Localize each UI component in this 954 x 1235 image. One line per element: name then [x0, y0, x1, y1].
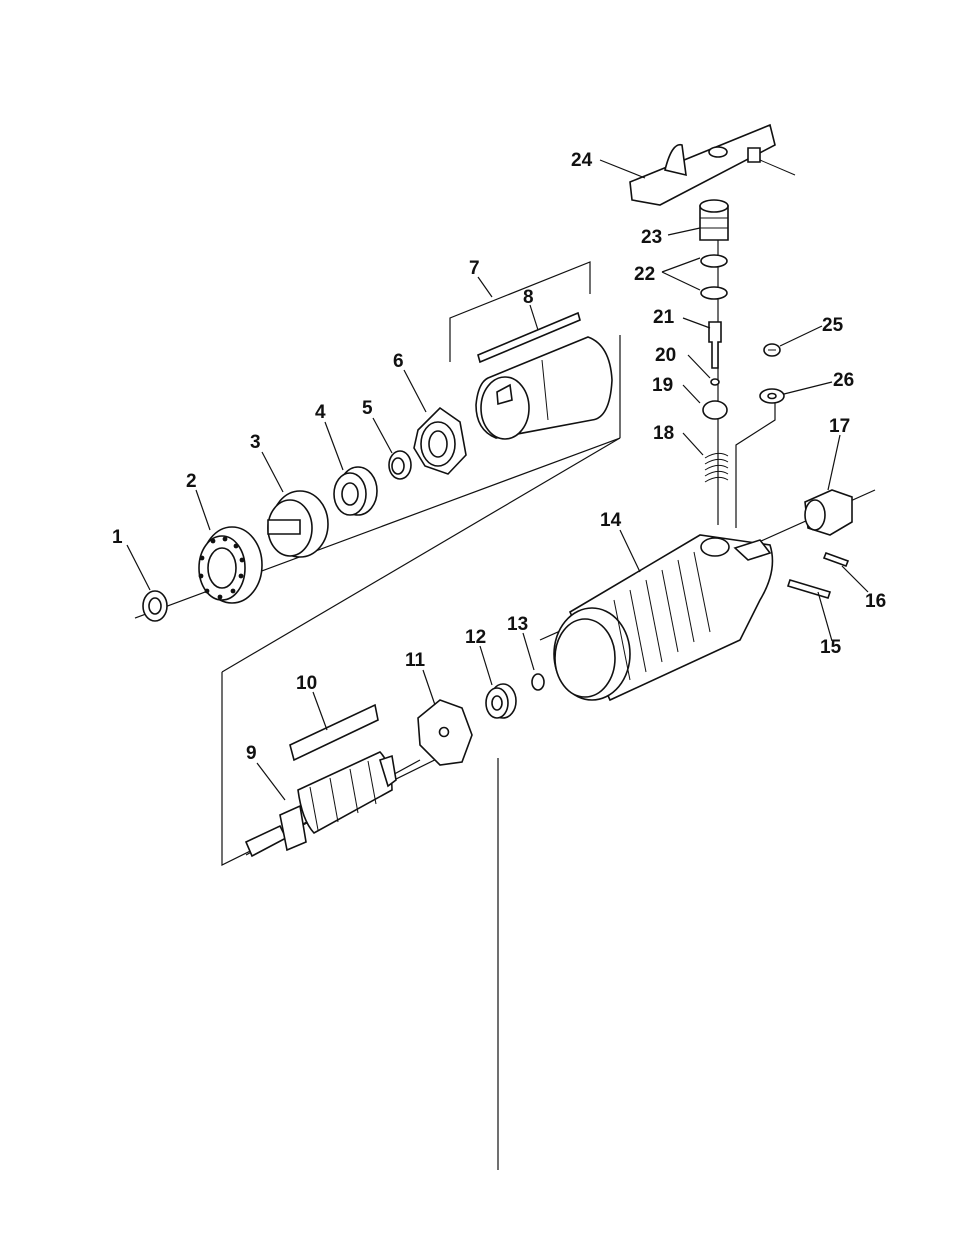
part-6-end-plate	[413, 406, 467, 475]
leader-lines	[126, 159, 869, 801]
part-9-rotor	[244, 751, 397, 858]
part-4-bearing	[333, 466, 378, 516]
part-15-pin	[786, 579, 832, 599]
callout-17: 17	[829, 416, 850, 437]
part-12-bearing	[485, 683, 517, 719]
callout-11: 11	[405, 650, 426, 671]
callout-19: 19	[652, 375, 673, 396]
callout-9: 9	[246, 743, 257, 764]
callout-25: 25	[822, 315, 844, 336]
part-25-screw	[763, 343, 781, 357]
callout-10: 10	[296, 673, 317, 694]
part-5-ring	[388, 450, 412, 480]
callout-18: 18	[653, 423, 674, 444]
part-1-washer	[142, 590, 168, 622]
callout-20: 20	[655, 345, 676, 366]
part-20-o-ring	[710, 378, 720, 386]
part-18-spring	[704, 452, 729, 483]
callout-1: 1	[112, 527, 123, 548]
callout-14: 14	[600, 510, 622, 531]
part-24-throttle-lever	[629, 123, 796, 206]
callout-3: 3	[250, 432, 261, 453]
part-13-snap-ring	[531, 673, 545, 691]
part-3-spacer	[267, 490, 329, 558]
part-14-housing	[553, 534, 774, 702]
part-26-washer	[759, 388, 785, 404]
callout-12: 12	[465, 627, 486, 648]
callout-23: 23	[641, 227, 662, 248]
callout-16: 16	[865, 591, 886, 612]
callout-21: 21	[653, 307, 675, 328]
callout-labels: 1 2 3 4 5 6 7 8 9 10 11 12 13 14 15 16 1…	[112, 150, 886, 764]
part-16-pin	[822, 551, 850, 568]
callout-5: 5	[362, 398, 373, 419]
callout-24: 24	[571, 150, 593, 171]
part-21-valve-stem	[708, 321, 722, 369]
part-8-pin	[477, 311, 581, 364]
cylinder	[475, 336, 613, 440]
callout-7: 7	[469, 258, 480, 279]
part-22-o-rings	[700, 254, 728, 300]
callout-13: 13	[507, 614, 528, 635]
callout-4: 4	[315, 402, 326, 423]
part-2-ring-nut	[198, 526, 263, 604]
callout-26: 26	[833, 370, 854, 391]
part-23-bushing	[699, 199, 729, 241]
part-10-vane	[289, 703, 379, 762]
part-11-rear-plate	[417, 699, 473, 766]
callout-15: 15	[820, 637, 842, 658]
part-7-bracket	[449, 261, 591, 362]
callout-8: 8	[523, 287, 534, 308]
callout-22: 22	[634, 264, 655, 285]
part-19-valve	[702, 400, 728, 420]
callout-6: 6	[393, 351, 404, 372]
callout-2: 2	[186, 471, 197, 492]
part-17-inlet-fitting	[804, 489, 853, 536]
